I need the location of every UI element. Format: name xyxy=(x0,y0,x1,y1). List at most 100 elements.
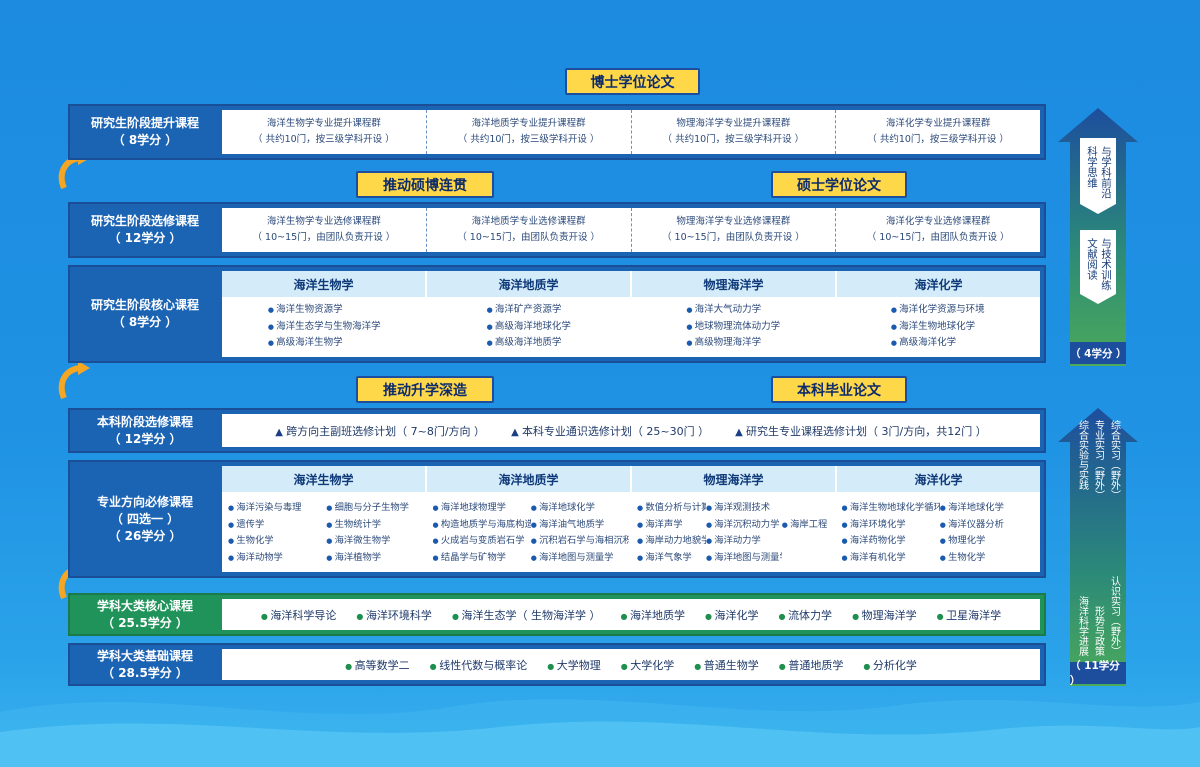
list-item: 高级物理海洋学 xyxy=(686,335,780,352)
list-item: 生物化学 xyxy=(228,533,326,550)
course-item: 普通生物学 xyxy=(694,657,759,673)
row-label: 学科大类基础课程 （ 28.5学分 ） xyxy=(70,645,220,684)
push-master-phd-tag: 推动硕博连贯 xyxy=(356,171,494,198)
list-item: 细胞与分子生物学 xyxy=(326,500,424,517)
practice-item: 专业实习（野外） xyxy=(1092,420,1104,500)
discipline-header: 海洋地质学 xyxy=(427,271,630,297)
list-item: 海洋地图与测量学 xyxy=(531,550,629,567)
course-group-cell: 海洋化学专业选修课程群（ 10~15门，由团队负责开设 ） xyxy=(836,208,1040,252)
up-arrow-icon xyxy=(1058,408,1138,686)
course-item: 分析化学 xyxy=(863,657,917,673)
list-item: 遗传学 xyxy=(228,517,326,534)
list-item: 海洋大气动力学 xyxy=(686,302,780,319)
grad-upgrade-row: 研究生阶段提升课程 （ 8学分 ） 海洋生物学专业提升课程群 （ 共约10门，按三… xyxy=(68,104,1046,160)
master-thesis-tag: 硕士学位论文 xyxy=(771,171,907,198)
discipline-header: 海洋生物学 xyxy=(222,271,425,297)
band-text: 科学思维 xyxy=(1086,146,1098,188)
course-group-note: （ 共约10门，按三级学科开设 ） xyxy=(457,134,600,145)
list-item: 海洋地球化学 xyxy=(940,500,1038,517)
plan-item: 跨方向主副班选修计划（ 7~8门/方向 ） xyxy=(275,423,485,439)
row-credits: （ 12学分 ） xyxy=(108,431,182,446)
course-group-title: 海洋地质学专业提升课程群 xyxy=(471,118,586,129)
list-item: 地球物理流体动力学 xyxy=(686,319,781,336)
list-item: 海洋药物化学 xyxy=(842,533,940,550)
course-item: 海洋地质学 xyxy=(620,607,685,623)
row-title: 专业方向必修课程 xyxy=(96,494,193,509)
course-group-note: （ 10~15门，由团队负责开设 ） xyxy=(252,232,396,243)
course-group-note: （ 10~15门，由团队负责开设 ） xyxy=(662,232,805,243)
practice-item: 海洋科学进展 xyxy=(1076,596,1088,656)
row-body: 高等数学二 线性代数与概率论 大学物理 大学化学 普通生物学 普通地质学 分析化… xyxy=(222,649,1040,680)
row-credits: （ 8学分 ） xyxy=(112,315,178,329)
discipline-header: 海洋地质学 xyxy=(427,466,630,492)
course-group-note: （ 10~15门，由团队负责开设 ） xyxy=(457,232,600,243)
practice-item: 认识实习（野外） xyxy=(1108,576,1120,656)
right-bottom-arrow: 综合实习（野外） 认识实习（野外） 专业实习（野外） 形势与政策 综合实验与实践… xyxy=(1058,408,1138,687)
row-credits: （ 25.5学分 ） xyxy=(102,615,188,630)
list-item: 海洋植物学 xyxy=(326,550,424,567)
list-item: 海洋生物资源学 xyxy=(268,302,381,319)
row-label: 研究生阶段提升课程 （ 8学分 ） xyxy=(70,106,220,158)
course-group-note: （ 共约10门，按三级学科开设 ） xyxy=(253,134,395,145)
curved-arrow-icon xyxy=(58,361,90,400)
wave-background xyxy=(0,699,1200,767)
push-upgrade-tag: 推动升学深造 xyxy=(356,376,494,403)
list-item: 海洋仪器分析 xyxy=(940,517,1038,534)
course-group-cell: 海洋生物学专业选修课程群（ 10~15门，由团队负责开设 ） xyxy=(222,208,427,252)
course-list: 海洋矿产资源学 高级海洋地球化学 高级海洋地质学 xyxy=(427,297,632,357)
course-group-note: （ 共约10门，按三级学科开设 ） xyxy=(662,134,805,145)
list-item: 海洋生物地球化学循环 xyxy=(842,500,940,517)
discipline-header: 物理海洋学 xyxy=(632,466,835,492)
course-group-cell: 物理海洋学专业提升课程群（ 共约10门，按三级学科开设 ） xyxy=(632,110,837,154)
grad-core-row: 研究生阶段核心课程 （ 8学分 ） 海洋生物学 海洋地质学 物理海洋学 海洋化学… xyxy=(68,265,1046,363)
row-body: 跨方向主副班选修计划（ 7~8门/方向 ） 本科专业通识选修计划（ 25~30门… xyxy=(222,414,1040,447)
list-item: 高级海洋地质学 xyxy=(487,335,571,352)
list-item: 海洋化学资源与环境 xyxy=(891,302,985,319)
list-item: 海岸动力地貌学 xyxy=(637,533,706,550)
practice-item: 综合实习（野外） xyxy=(1108,420,1120,500)
ug-elective-row: 本科阶段选修课程 （ 12学分 ） 跨方向主副班选修计划（ 7~8门/方向 ） … xyxy=(68,408,1046,453)
course-item: 大学物理 xyxy=(547,657,601,673)
list-item: 海岸工程 xyxy=(782,517,834,534)
row-label: 研究生阶段选修课程 （ 12学分 ） xyxy=(70,204,220,256)
course-group-title: 物理海洋学专业选修课程群 xyxy=(676,216,791,227)
phd-thesis-tag: 博士学位论文 xyxy=(565,68,700,95)
course-group-title: 海洋生物学专业提升课程群 xyxy=(266,118,381,129)
row-label: 专业方向必修课程 （ 四选一 ） （ 26学分 ） xyxy=(70,462,220,576)
course-item: 普通地质学 xyxy=(779,657,843,673)
course-item: 卫星海洋学 xyxy=(937,607,1001,623)
list-item: 海洋生物地球化学 xyxy=(891,319,985,336)
row-label: 本科阶段选修课程 （ 12学分 ） xyxy=(70,410,220,451)
list-item: 高级海洋化学 xyxy=(891,335,985,352)
list-item: 沉积岩石学与海相沉积 xyxy=(531,533,629,550)
row-body: 海洋生物学 海洋地质学 物理海洋学 海洋化学 海洋污染与毒理 细胞与分子生物学 … xyxy=(222,466,1040,572)
list-item: 海洋气象学 xyxy=(637,550,706,567)
course-item: 海洋科学导论 xyxy=(261,607,336,623)
row-title: 本科阶段选修课程 xyxy=(96,414,193,429)
list-item: 海洋油气地质学 xyxy=(531,517,629,534)
course-item: 线性代数与概率论 xyxy=(430,657,527,673)
list-item: 生物化学 xyxy=(940,550,1038,567)
course-grid: 海洋地球物理学 海洋地球化学 构造地质学与海底构造 海洋油气地质学 火成岩与变质… xyxy=(427,492,632,572)
list-item: 海洋地图与测量学 xyxy=(706,550,782,567)
discipline-header: 海洋生物学 xyxy=(222,466,425,492)
category-core-row: 学科大类核心课程 （ 25.5学分 ） 海洋科学导论 海洋环境科学 海洋生态学（… xyxy=(68,593,1046,636)
list-item: 构造地质学与海底构造 xyxy=(433,517,531,534)
list-item: 火成岩与变质岩石学 xyxy=(433,533,531,550)
course-item: 海洋生态学（ 生物海洋学 ） xyxy=(452,607,600,623)
course-item: 海洋化学 xyxy=(705,607,759,623)
category-basic-row: 学科大类基础课程 （ 28.5学分 ） 高等数学二 线性代数与概率论 大学物理 … xyxy=(68,643,1046,686)
list-item: 海洋地球物理学 xyxy=(433,500,531,517)
practice-item: 形势与政策 xyxy=(1092,606,1104,656)
credits-badge: （ 11学分 ） xyxy=(1070,660,1126,687)
course-item: 海洋环境科学 xyxy=(356,607,432,623)
course-list: 海洋化学资源与环境 海洋生物地球化学 高级海洋化学 xyxy=(836,297,1041,357)
course-group-note: （ 10~15门，由团队负责开设 ） xyxy=(866,232,1010,243)
credits-badge: （ 4学分 ） xyxy=(1070,342,1127,364)
course-group-cell: 海洋地质学专业选修课程群（ 10~15门，由团队负责开设 ） xyxy=(427,208,632,252)
list-item: 海洋有机化学 xyxy=(842,550,940,567)
row-credits: （ 8学分 ） xyxy=(112,133,178,147)
course-group-cell: 物理海洋学专业选修课程群 （ 10~15门，由团队负责开设 ） xyxy=(632,208,837,252)
grad-elective-row: 研究生阶段选修课程 （ 12学分 ） 海洋生物学专业选修课程群（ 10~15门，… xyxy=(68,202,1046,258)
course-grid: 数值分析与计算方法 海洋观测技术 海洋声学 海洋沉积动力学 海岸工程 海岸动力地… xyxy=(631,492,836,572)
